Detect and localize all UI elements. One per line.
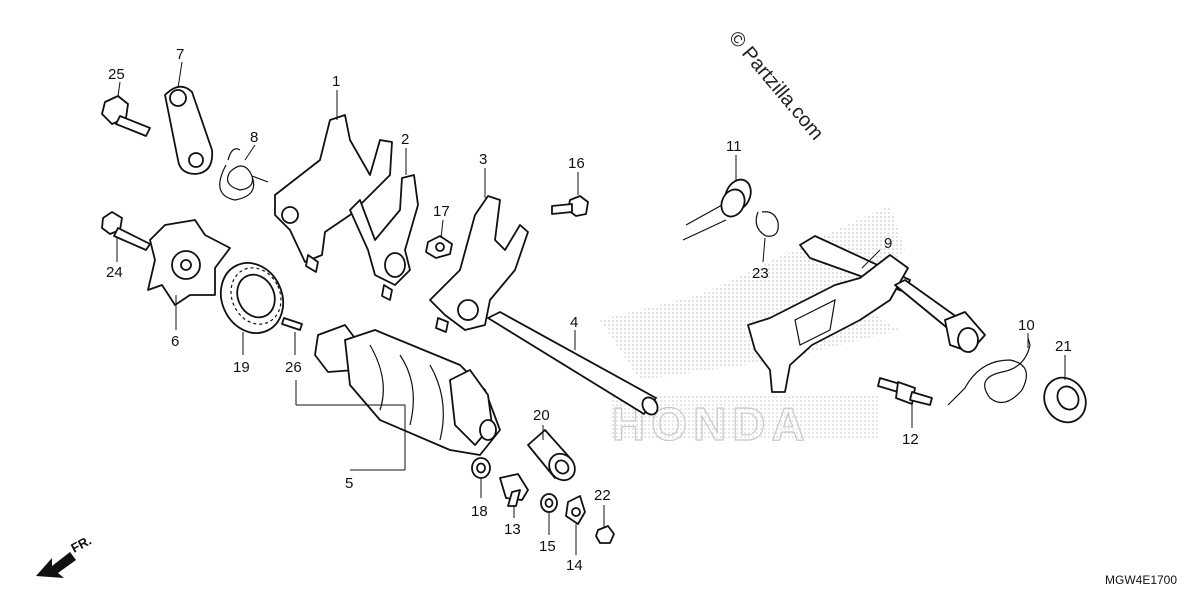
callout-4: 4 xyxy=(570,314,578,331)
part-7-stopper-arm[interactable] xyxy=(164,85,214,175)
part-3-shift-fork[interactable] xyxy=(429,195,529,333)
callout-16: 16 xyxy=(568,155,585,172)
part-23-circlip[interactable] xyxy=(755,211,779,237)
callout-8: 8 xyxy=(250,129,258,146)
callout-25: 25 xyxy=(108,66,125,83)
front-direction-indicator: FR. xyxy=(36,533,94,578)
callout-1: 1 xyxy=(332,73,340,90)
part-26-dowel-pin[interactable] xyxy=(281,317,303,331)
part-9-gearshift-spindle[interactable] xyxy=(747,235,986,393)
callout-11: 11 xyxy=(726,138,742,155)
part-21-oil-seal[interactable] xyxy=(1036,370,1094,430)
callout-2: 2 xyxy=(401,131,409,148)
part-4-shift-fork-shaft[interactable] xyxy=(487,311,661,417)
callout-22: 22 xyxy=(594,487,611,504)
callout-26: 26 xyxy=(285,359,302,376)
callout-3: 3 xyxy=(479,151,487,168)
part-22-nut[interactable] xyxy=(595,525,615,544)
part-14-clamp[interactable] xyxy=(565,495,586,525)
watermark-text: © Partzilla.com xyxy=(724,27,827,144)
part-2-shift-fork[interactable] xyxy=(349,174,419,301)
callout-13: 13 xyxy=(504,521,521,538)
callout-23: 23 xyxy=(752,265,769,282)
callout-15: 15 xyxy=(539,538,556,555)
part-15-washer[interactable] xyxy=(540,493,558,513)
front-label: FR. xyxy=(68,533,94,556)
callout-6: 6 xyxy=(171,333,179,350)
callout-18: 18 xyxy=(471,503,488,520)
leader-lines xyxy=(116,61,1066,555)
part-24-bolt[interactable] xyxy=(101,211,151,251)
callout-10: 10 xyxy=(1018,317,1035,334)
callout-20: 20 xyxy=(533,407,550,424)
part-25-bolt[interactable] xyxy=(101,95,151,137)
part-17-clip[interactable] xyxy=(425,235,453,259)
callout-7: 7 xyxy=(176,46,184,63)
callout-12: 12 xyxy=(902,431,919,448)
callout-5: 5 xyxy=(345,475,353,492)
callout-19: 19 xyxy=(233,359,250,376)
callout-21: 21 xyxy=(1055,338,1072,355)
part-16-bolt[interactable] xyxy=(551,195,589,217)
part-12-stopper-bolt[interactable] xyxy=(877,377,933,406)
diagram-code: MGW4E1700 xyxy=(1105,573,1177,587)
part-18-washer[interactable] xyxy=(471,457,491,479)
callout-14: 14 xyxy=(566,557,583,574)
part-6-shift-drum-plate[interactable] xyxy=(147,219,231,306)
part-8-return-spring[interactable] xyxy=(219,148,269,201)
front-arrow-icon xyxy=(36,552,76,578)
part-5-shift-drum[interactable] xyxy=(314,324,501,456)
callout-9: 9 xyxy=(884,235,892,252)
part-19-bearing[interactable] xyxy=(210,253,295,344)
callout-labels: 25 7 8 1 2 3 16 17 11 9 4 24 6 19 26 5 2… xyxy=(106,46,1072,574)
callout-24: 24 xyxy=(106,264,123,281)
part-10-spring[interactable] xyxy=(947,337,1031,406)
part-11-spring[interactable] xyxy=(682,175,756,241)
part-13-neutral-switch[interactable] xyxy=(499,473,529,507)
callout-17: 17 xyxy=(433,203,450,220)
part-20-collar[interactable] xyxy=(527,429,580,485)
